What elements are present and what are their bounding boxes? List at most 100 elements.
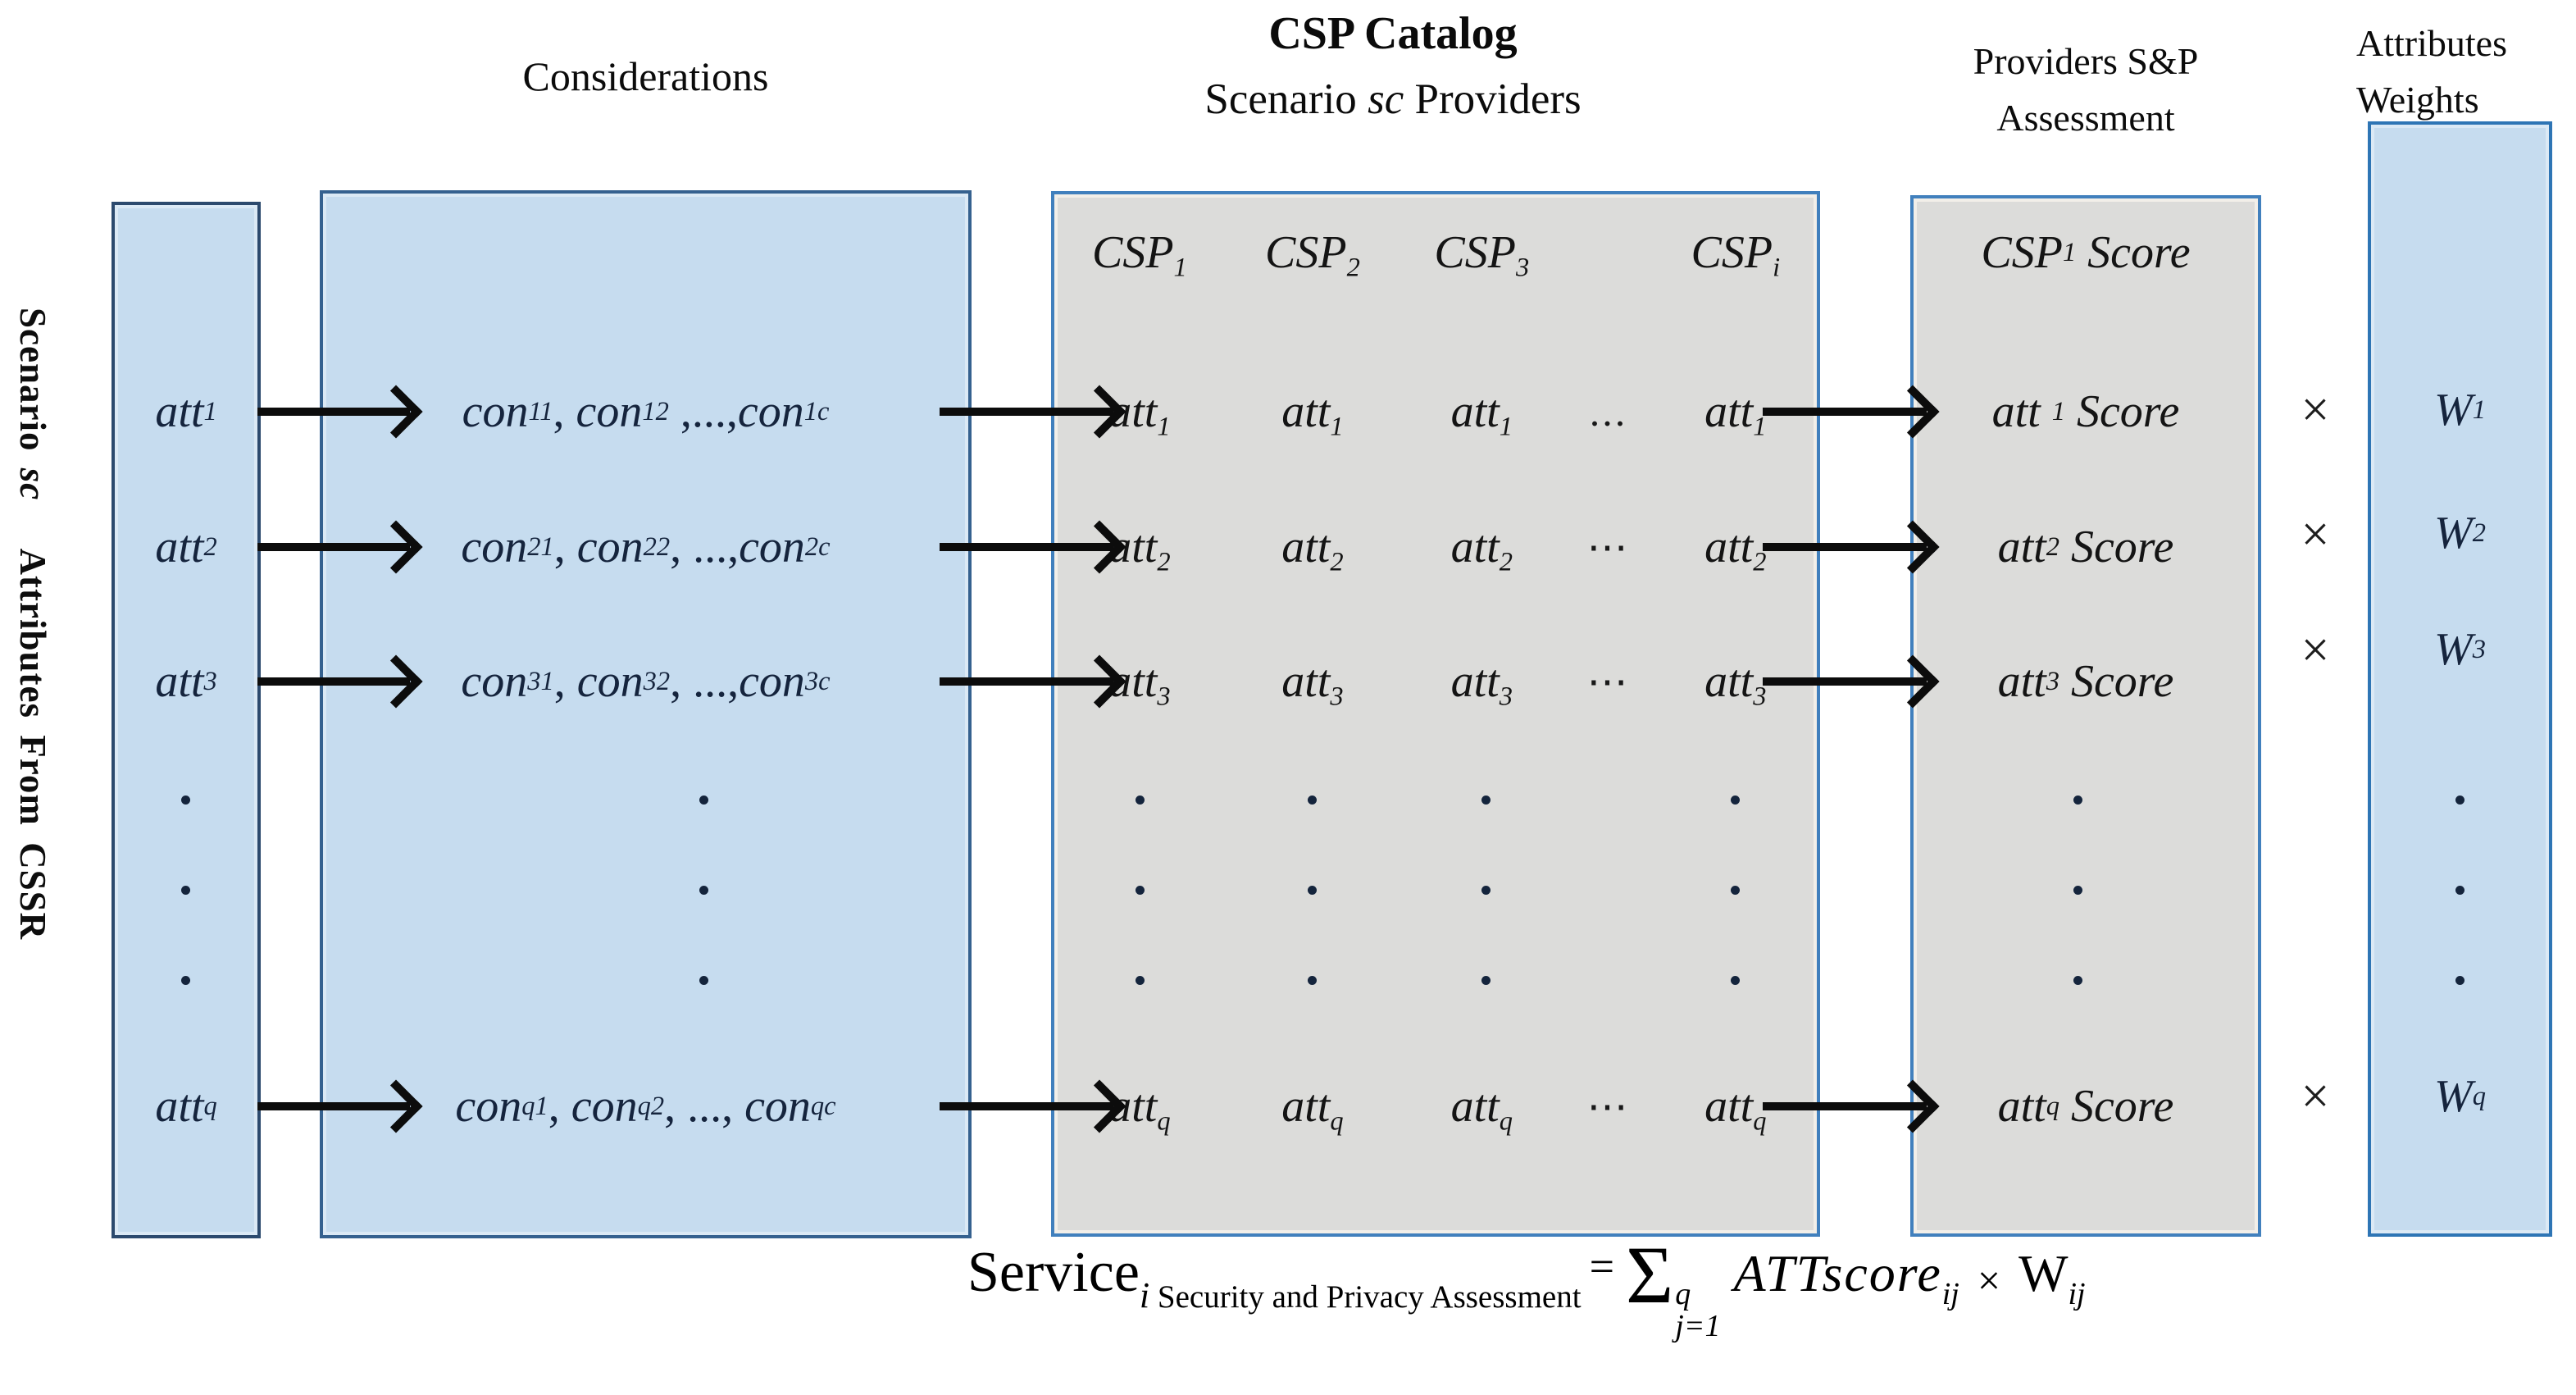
ellipsis-dot <box>699 796 708 805</box>
flow-arrow <box>940 408 1113 416</box>
formula-weight-subscript: ij <box>2068 1277 2086 1311</box>
csp-catalog-box <box>1051 191 1820 1237</box>
csp-cell: att2 <box>1450 522 1513 577</box>
csp-header-2: CSP2 <box>1265 227 1360 283</box>
flow-arrow <box>940 677 1113 686</box>
ellipsis-dot <box>1308 976 1317 985</box>
csp-cell: att3 <box>1704 656 1767 712</box>
score-row-1: att 1 Score <box>1991 386 2180 437</box>
csp-cell: attq <box>1281 1081 1344 1137</box>
times-icon: × <box>2301 622 2330 678</box>
ellipsis-dot <box>181 976 190 985</box>
considerations-box <box>320 190 972 1238</box>
ellipsis-dot <box>1481 976 1491 985</box>
ellipsis-dot <box>2073 886 2082 895</box>
ellipsis-dot <box>1731 796 1740 805</box>
csp-cell: att3 <box>1281 656 1344 712</box>
ellipsis-dot <box>1308 796 1317 805</box>
formula-equals: = <box>1589 1242 1615 1291</box>
times-icon: × <box>2301 507 2330 563</box>
csp-header-i: CSPi <box>1691 227 1781 283</box>
csp-cell: att2 <box>1281 522 1344 577</box>
left-vertical-label: Scenario sc Attributes From CSSR <box>12 308 53 941</box>
formula-attscore-subscript: ij <box>1941 1277 1959 1311</box>
csp-cell: att1 <box>1450 386 1513 442</box>
flow-arrow <box>1763 1102 1927 1110</box>
row-ellipsis: ⋯ <box>1586 1083 1631 1129</box>
flow-arrow <box>940 543 1113 551</box>
formula-service-subscript: i Security and Privacy Assessment <box>1140 1274 1582 1316</box>
sigma-upper-limit: q <box>1675 1277 1691 1311</box>
ellipsis-dot <box>1136 976 1145 985</box>
csp-row-2: att2 att2 att2 ⋯ att2 <box>1051 516 1820 578</box>
ellipsis-dot <box>1136 886 1145 895</box>
ellipsis-dot <box>2073 976 2082 985</box>
assessment-title-line2: Assessment <box>1996 97 2175 139</box>
csp-header-1: CSP1 <box>1091 227 1187 283</box>
formula-sub-text: Security and Privacy Assessment <box>1149 1279 1582 1315</box>
csp-cell: attq <box>1704 1081 1767 1137</box>
flow-arrow <box>1763 408 1927 416</box>
sigma-limits: q j=1 <box>1675 1279 1720 1343</box>
csp-cell: att3 <box>1450 656 1513 712</box>
ellipsis-dot <box>1731 976 1740 985</box>
flow-arrow <box>257 677 410 686</box>
flow-arrow <box>257 543 410 551</box>
assessment-box <box>1910 195 2261 1237</box>
ellipsis-dot <box>2455 796 2464 805</box>
csp-row-3: att3 att3 att3 ⋯ att3 <box>1051 650 1820 713</box>
csp-row-1: att1 att1 att1 ... att1 <box>1051 381 1820 443</box>
flow-arrow <box>1763 677 1927 686</box>
csp-catalog-title: CSP Catalog <box>1268 8 1518 59</box>
csp-cell: att1 <box>1108 386 1171 442</box>
csp-cell: att2 <box>1704 522 1767 577</box>
flow-arrow <box>1763 543 1927 551</box>
ellipsis-dot <box>2455 886 2464 895</box>
csp-catalog-subtitle: Scenario sc Providers <box>1204 75 1582 123</box>
csp-cell: att1 <box>1704 386 1767 442</box>
weights-title-line2: Weights <box>2356 79 2479 121</box>
ellipsis-dot <box>1308 886 1317 895</box>
csp-header-row: CSP1 CSP2 CSP3 CSPi <box>1051 221 1820 284</box>
assessment-title: Providers S&P Assessment <box>1910 33 2261 146</box>
times-icon: × <box>2301 382 2330 438</box>
ellipsis-dot <box>181 796 190 805</box>
row-ellipsis: ⋯ <box>1586 524 1631 570</box>
attributes-column-box <box>112 202 261 1238</box>
formula-sub-i: i <box>1139 1275 1150 1315</box>
flow-arrow <box>257 408 410 416</box>
ellipsis-dot <box>1481 886 1491 895</box>
flow-arrow <box>257 1102 410 1110</box>
ellipsis-dot <box>2455 976 2464 985</box>
formula-service: Service <box>967 1241 1140 1304</box>
ellipsis-dot <box>1731 886 1740 895</box>
row-ellipsis: ... <box>1589 389 1628 435</box>
ellipsis-dot <box>699 976 708 985</box>
csp-cell: att1 <box>1281 386 1344 442</box>
ellipsis-dot <box>699 886 708 895</box>
formula-weight: W <box>2018 1244 2069 1302</box>
csp-cell: attq <box>1450 1081 1513 1137</box>
ellipsis-dot <box>181 886 190 895</box>
assessment-title-line1: Providers S&P <box>1973 40 2199 82</box>
times-icon: × <box>2301 1069 2330 1124</box>
formula-attscore: ATTscore <box>1733 1244 1942 1302</box>
weights-box <box>2368 121 2552 1237</box>
ellipsis-dot <box>1481 796 1491 805</box>
